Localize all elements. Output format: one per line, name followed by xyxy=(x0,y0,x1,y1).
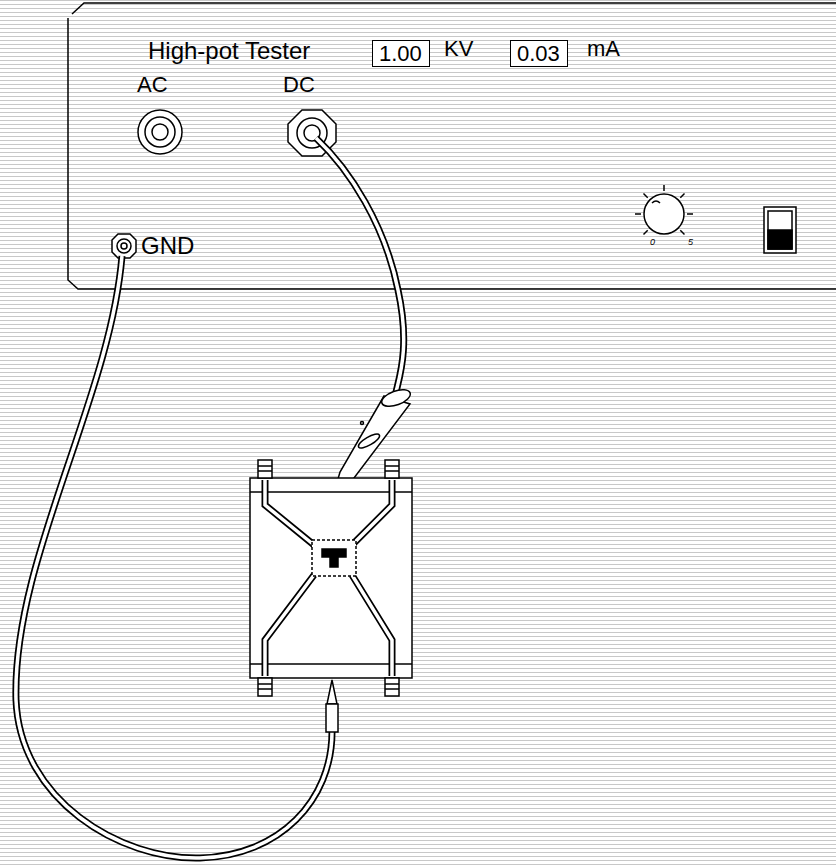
unit-label: mA xyxy=(587,38,620,60)
tester-housing xyxy=(68,3,836,289)
panel-title: High-pot Tester xyxy=(148,39,310,63)
unit-label: KV xyxy=(444,38,473,60)
dial-mark: 0 xyxy=(650,238,655,247)
voltage-knob xyxy=(635,185,693,235)
display-value: 1.00 xyxy=(373,42,428,66)
dial-mark: 5 xyxy=(688,238,693,247)
display-value: 0.03 xyxy=(511,42,566,66)
current-display: 0.03 xyxy=(510,40,568,67)
ac-jack xyxy=(138,110,182,154)
test-fixture xyxy=(250,460,412,732)
jack-label: AC xyxy=(137,74,168,96)
dc-cable xyxy=(316,138,404,392)
voltage-display: 1.00 xyxy=(372,40,430,67)
power-switch xyxy=(764,207,796,253)
jack-label: GND xyxy=(141,234,194,258)
jack-label: DC xyxy=(283,74,315,96)
gnd-jack xyxy=(112,234,136,258)
